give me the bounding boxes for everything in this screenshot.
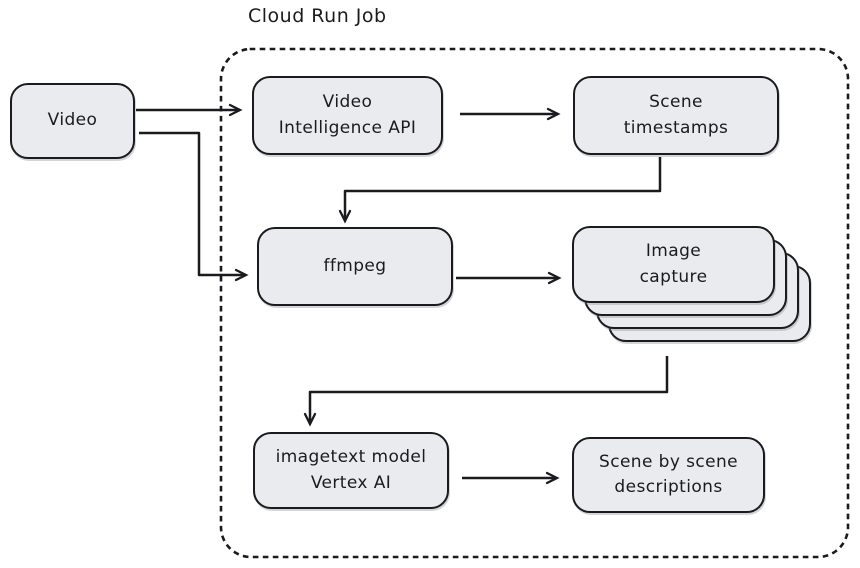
node-label-line: Scene — [649, 92, 703, 112]
node-label-line: timestamps — [623, 117, 729, 138]
cloud-run-job-label: Cloud Run Job — [248, 5, 387, 27]
node-label-line: ffmpeg — [323, 255, 387, 276]
node-label-line: Video — [47, 110, 98, 131]
node-label-line: Intelligence API — [278, 117, 417, 138]
edge-timestamps-to-ffmpeg — [338, 157, 662, 224]
node-label-line: Video — [322, 92, 373, 112]
node-scene-timestamps: Scene timestamps — [573, 76, 779, 155]
node-label-line: Scene by scene — [599, 451, 738, 472]
edge-video-to-ffmpeg — [139, 131, 249, 282]
node-label-line: Vertex AI — [310, 472, 392, 493]
node-label-line: descriptions — [614, 477, 723, 497]
node-imagetext-vertex-ai: imagetext model Vertex AI — [253, 432, 449, 509]
node-video: Video — [10, 83, 135, 159]
node-scene-descriptions: Scene by scene descriptions — [572, 437, 765, 513]
node-ffmpeg: ffmpeg — [257, 227, 453, 306]
node-label-line: imagetext model — [275, 447, 427, 467]
edge-imagecapture-to-imagetext — [303, 356, 669, 427]
node-video-intelligence-api: Video Intelligence API — [252, 76, 443, 155]
node-label-line: capture — [639, 266, 708, 287]
node-image-capture: Image capture — [572, 226, 775, 303]
node-label-line: Image — [645, 241, 702, 261]
